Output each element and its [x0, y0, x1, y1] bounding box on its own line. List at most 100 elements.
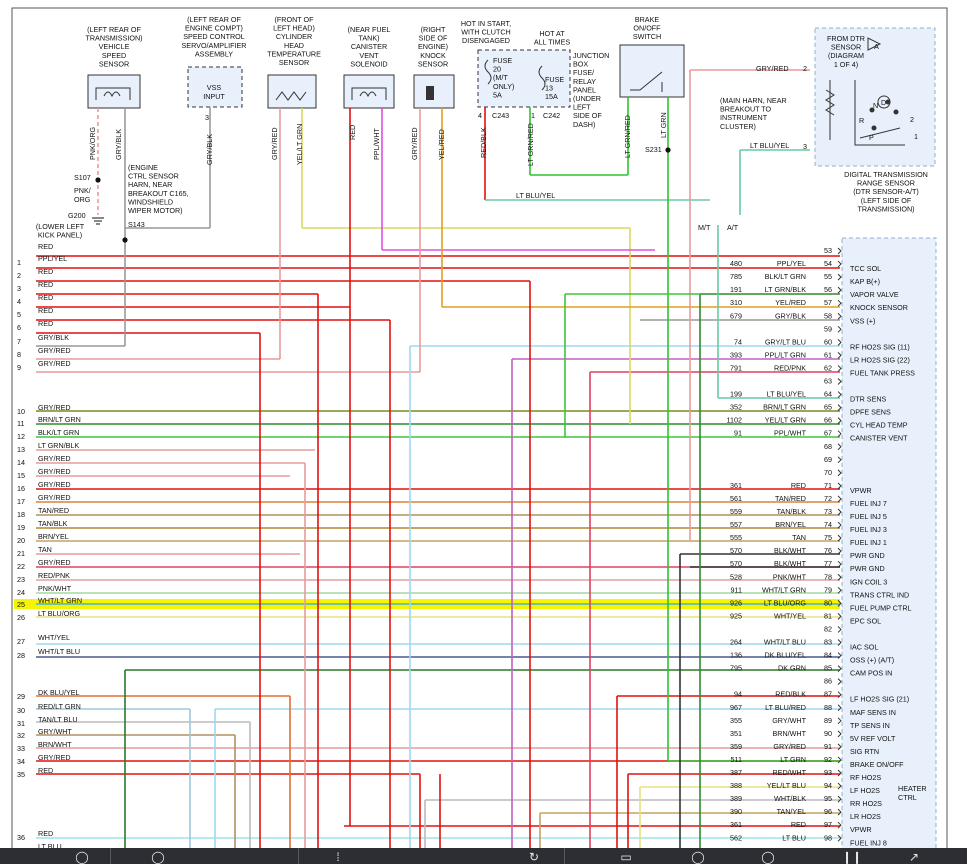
- pcm-wire-label: TAN: [792, 533, 806, 542]
- zoom-icon[interactable]: ◯: [75, 850, 89, 864]
- zoom-out-icon[interactable]: ◯: [761, 850, 775, 864]
- pin-chevron: [837, 378, 842, 385]
- servo-label: (LEFT REAR OF: [187, 15, 241, 24]
- pcm-function-label: CANISTER VENT: [850, 434, 908, 443]
- pcm-wire-label: YEL/LT GRN: [765, 416, 806, 425]
- servo-box: [187, 66, 243, 108]
- splice-dots: [95, 147, 671, 243]
- share-icon[interactable]: ↗: [908, 850, 920, 864]
- rotate-icon[interactable]: ↻: [528, 850, 540, 864]
- options-icon[interactable]: ⁞: [336, 850, 340, 864]
- sw-d-label: D: [881, 98, 886, 107]
- left-pin-wire-label: RED: [38, 267, 53, 276]
- pcm-wire-label: DK BLU/YEL: [764, 651, 806, 660]
- gryred-top-label: GRY/RED: [756, 64, 789, 73]
- pcm-function-label: PWR GND: [850, 551, 885, 560]
- chts-label: SENSOR: [279, 58, 309, 67]
- toolbar-separator: [298, 848, 299, 864]
- pcm-wire-label: PPL/YEL: [777, 259, 806, 268]
- engine-harn-label: HARN, NEAR: [128, 180, 172, 189]
- pin-chevron: [837, 469, 842, 477]
- left-pin-number: 12: [17, 432, 25, 441]
- pcm-function-label: LF HO2S SIG (21): [850, 695, 909, 704]
- pcm-pin-number: 78: [824, 572, 832, 581]
- pcm-function-label: CYL HEAD TEMP: [850, 421, 908, 430]
- circuit-number: 361: [730, 820, 742, 829]
- left-pin-wire-label: GRY/RED: [38, 467, 71, 476]
- pcm-wire-label: GRY/LT BLU: [765, 337, 806, 346]
- pcm-pin-number: 97: [824, 820, 832, 829]
- pcm-pin-number: 90: [824, 729, 832, 738]
- pin-chevron: [837, 365, 842, 372]
- circuit-number: 74: [734, 337, 742, 346]
- left-pin-number: 24: [17, 588, 25, 597]
- left-pin-wire-label: TAN: [38, 545, 52, 554]
- pcm-wire-label: LT BLU: [782, 833, 806, 842]
- print-icon[interactable]: ▭: [620, 850, 632, 864]
- left-pin-number: 27: [17, 637, 25, 646]
- circuit-number: 570: [730, 559, 742, 568]
- circuit-number: 926: [730, 598, 742, 607]
- circuit-number: 679: [730, 311, 742, 320]
- pcm-wire-label: BRN/YEL: [775, 520, 806, 529]
- heater-ctrl2-label: CTRL: [898, 793, 917, 802]
- pcm-pin-number: 65: [824, 403, 832, 412]
- fuse20-label: (M/T: [493, 73, 508, 82]
- circuit-number: 91: [734, 429, 742, 438]
- pin-chevron: [837, 508, 842, 516]
- left-pin-number: 26: [17, 613, 25, 622]
- pnk-org-v-label: PNK/: [74, 186, 91, 195]
- pcm-function-label: LF HO2S: [850, 786, 880, 795]
- left-pin-wire-label: GRY/RED: [38, 493, 71, 502]
- fuse20-label: FUSE: [493, 56, 512, 65]
- pcm-pin-number: 70: [824, 468, 832, 477]
- pin-chevron: [837, 717, 842, 725]
- component-labels: (LEFT REAR OFTRANSMISSION)VEHICLESPEEDSE…: [36, 15, 928, 240]
- pin3-label: 3: [205, 113, 209, 122]
- pcm-function-label: FUEL PUMP CTRL: [850, 603, 912, 612]
- pcm-pin-number: 53: [824, 246, 832, 255]
- pcm-wire-label: RED/BLK: [775, 690, 806, 699]
- pcm-pin-number: 77: [824, 559, 832, 568]
- c242-label: C242: [543, 111, 560, 120]
- pin-chevron: [837, 795, 842, 803]
- pcm-function-label: KNOCK SENSOR: [850, 303, 908, 312]
- left-pin-number: 29: [17, 692, 25, 701]
- at-label: A/T: [727, 223, 739, 232]
- pcm-wire-label: PPL/WHT: [774, 429, 807, 438]
- pause-icon[interactable]: ❙❙: [842, 850, 863, 864]
- vertical-wire-label: PNK/ORG: [88, 126, 97, 160]
- left-pin-wire-label: WHT/LT BLU: [38, 647, 80, 656]
- pcm-pin-number: 60: [824, 337, 832, 346]
- pcm-function-label: PWR GND: [850, 564, 885, 573]
- pin-chevron: [837, 417, 842, 425]
- chts-label: CYLINDER: [276, 32, 312, 41]
- brake-label: ON/OFF: [633, 24, 661, 33]
- pcm-pin-number: 91: [824, 742, 832, 751]
- component-boxes: [87, 44, 685, 109]
- circuit-number: 925: [730, 611, 742, 620]
- left-pin-number: 19: [17, 523, 25, 532]
- circuit-number: 528: [730, 572, 742, 581]
- left-pin-wire-label: RED: [38, 829, 53, 838]
- heater-ctrl-label: HEATER: [898, 784, 927, 793]
- pcm-function-label: IGN COIL 3: [850, 577, 887, 586]
- chts-box: [267, 74, 317, 109]
- circuit-number: 387: [730, 768, 742, 777]
- fuse13-label: FUSE: [545, 75, 564, 84]
- pcm-pin-number: 81: [824, 611, 832, 620]
- left-pin-number: 25: [17, 600, 25, 609]
- pcm-pin-number: 87: [824, 690, 832, 699]
- zoom-in-icon[interactable]: ◯: [691, 850, 705, 864]
- pcm-pin-number: 96: [824, 807, 832, 816]
- left-pin-number: 35: [17, 770, 25, 779]
- search-icon[interactable]: ◯: [151, 850, 165, 864]
- left-pin-number: 10: [17, 407, 25, 416]
- left-pin-wire-label: LT BLU: [38, 842, 62, 851]
- junction-label: LEFT: [573, 103, 591, 112]
- vertical-wire-label: LT GRN: [659, 112, 668, 138]
- pcm-pin-number: 80: [824, 598, 832, 607]
- circuit-number: 361: [730, 481, 742, 490]
